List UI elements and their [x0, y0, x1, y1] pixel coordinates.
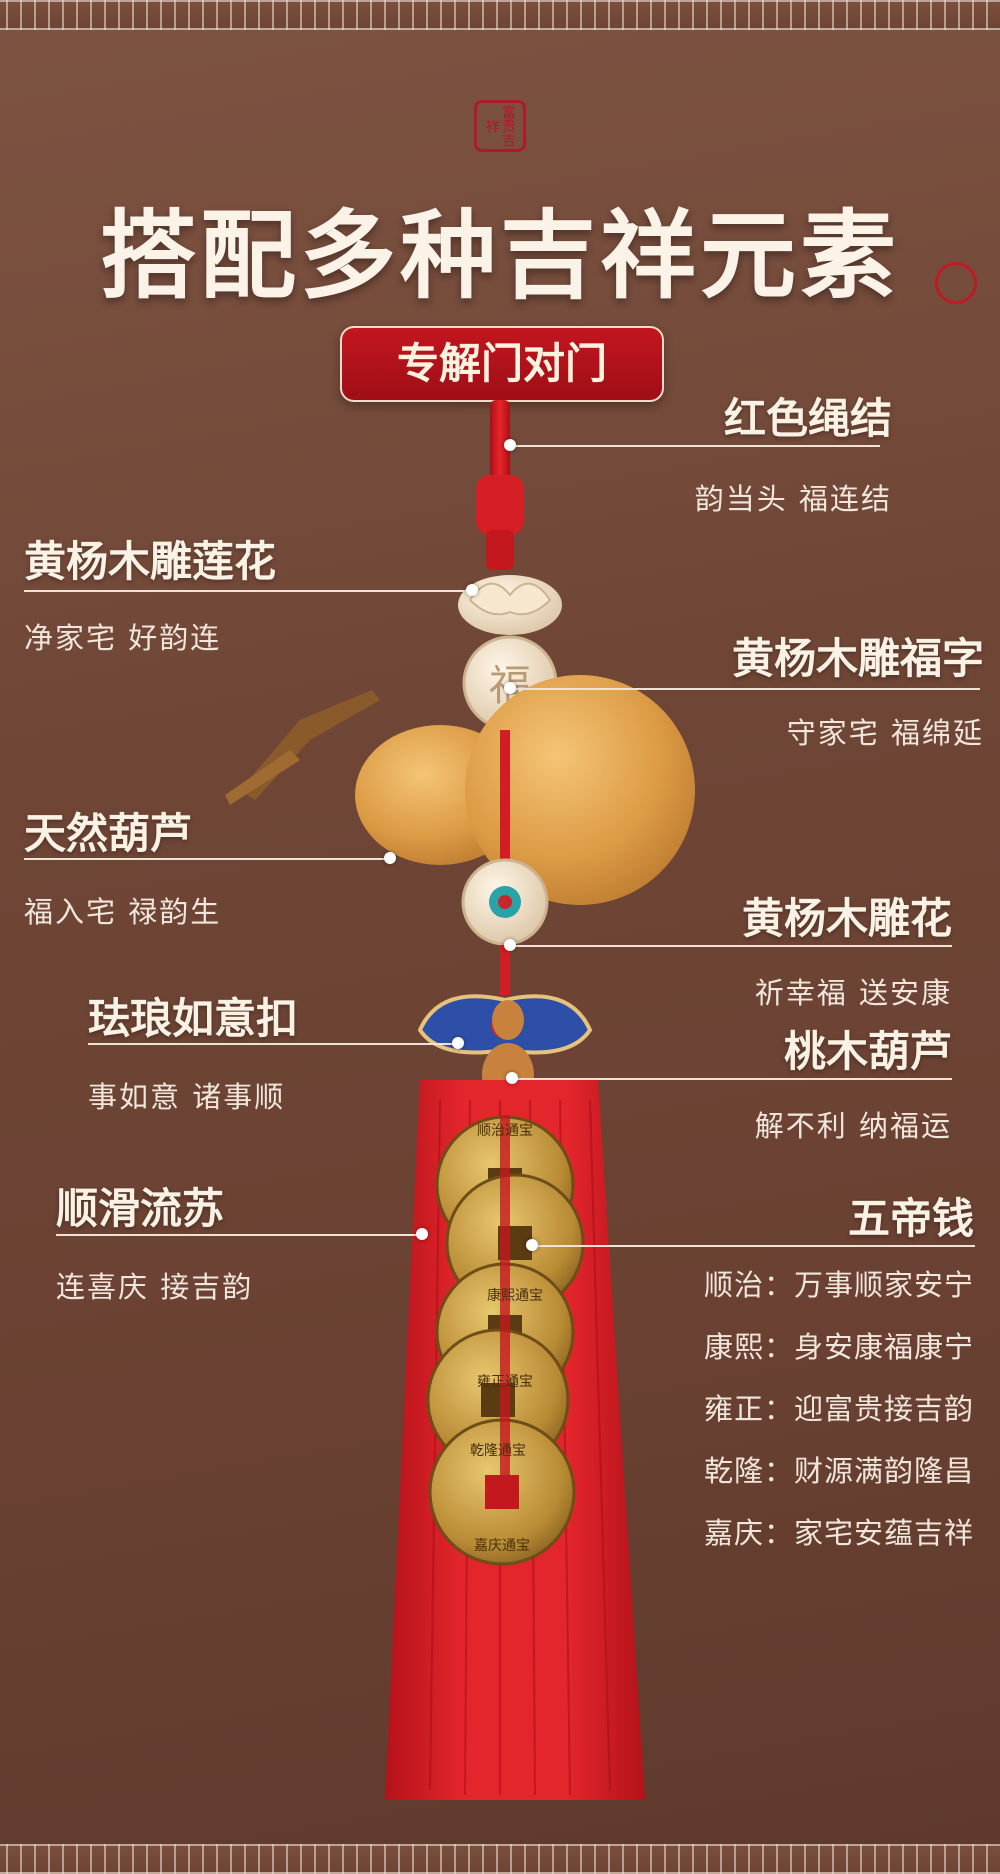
label-red-knot-name: 红色绳结 — [723, 394, 892, 443]
label-lotus: 黄杨木雕莲花 净家宅 好韵连 — [24, 528, 276, 657]
label-gourd-name: 天然葫芦 — [24, 809, 193, 858]
coin-meaning-yongzheng: 雍正：迎富贵接吉韵 — [703, 1392, 974, 1426]
label-tassel-name: 顺滑流苏 — [56, 1184, 225, 1233]
label-gourd: 天然葫芦 福入宅 禄韵生 — [24, 800, 221, 931]
red-cord-top — [476, 400, 524, 570]
coin-meaning-shunzhi: 顺治：万事顺家安宁 — [703, 1268, 974, 1302]
bottom-border — [0, 1844, 1000, 1874]
page-title: 搭配多种吉祥元素 — [100, 199, 900, 312]
seal-stamp-icon: 富贵吉祥 — [474, 100, 526, 152]
seal-text: 富贵吉祥 — [484, 105, 516, 147]
label-peach-gourd: 桃木葫芦 解不利 纳福运 — [755, 1018, 952, 1145]
label-fu-bead: 黄杨木雕福字 守家宅 福绵延 — [732, 625, 984, 752]
label-red-knot: 红色绳结 韵当头 福连结 — [695, 385, 892, 518]
coin-inscription-3: 雍正通宝 — [477, 1374, 533, 1390]
label-gourd-desc: 福入宅 禄韵生 — [24, 895, 222, 929]
coin-meaning-kangxi: 康熙：身安康福康宁 — [703, 1330, 974, 1364]
label-lotus-desc: 净家宅 好韵连 — [24, 621, 222, 655]
label-fu-bead-desc: 守家宅 福绵延 — [786, 716, 984, 750]
coin-inscription-2: 康熙通宝 — [487, 1287, 543, 1304]
coin-meaning-qianlong: 乾隆：财源满韵隆昌 — [703, 1454, 974, 1488]
lotus-carving — [458, 575, 562, 635]
top-border — [0, 0, 1000, 30]
coin-meaning-jiaqing: 嘉庆：家宅安蕴吉祥 — [703, 1516, 974, 1550]
label-peach-gourd-desc: 解不利 纳福运 — [754, 1109, 952, 1143]
label-carved-flower: 黄杨木雕花 祈幸福 送安康 — [742, 885, 952, 1012]
label-lotus-name: 黄杨木雕莲花 — [24, 537, 277, 586]
label-tassel-desc: 连喜庆 接吉韵 — [56, 1270, 254, 1304]
coin-inscription-4: 乾隆通宝 — [470, 1443, 526, 1459]
coin-inscription-1: 顺治通宝 — [477, 1123, 533, 1139]
five-emperor-coins — [426, 1115, 585, 1566]
coin-inscription-5: 嘉庆通宝 — [474, 1538, 530, 1554]
label-tassel: 顺滑流苏 连喜庆 接吉韵 — [56, 1175, 253, 1306]
label-fu-bead-name: 黄杨木雕福字 — [731, 634, 984, 683]
coin-meaning-list: 顺治：万事顺家安宁 康熙：身安康福康宁 雍正：迎富贵接吉韵 乾隆：财源满韵隆昌 … — [704, 1254, 974, 1564]
carved-flower-disc — [461, 858, 549, 946]
label-red-knot-desc: 韵当头 福连结 — [694, 482, 892, 516]
natural-gourd — [225, 675, 695, 905]
label-ruyi-clasp-name: 珐琅如意扣 — [88, 994, 299, 1043]
label-carved-flower-name: 黄杨木雕花 — [741, 894, 952, 943]
label-carved-flower-desc: 祈幸福 送安康 — [754, 976, 952, 1010]
label-coins: 五帝钱 顺治：万事顺家安宁 康熙：身安康福康宁 雍正：迎富贵接吉韵 乾隆：财源满… — [704, 1185, 974, 1564]
label-peach-gourd-name: 桃木葫芦 — [783, 1027, 952, 1076]
label-ruyi-clasp-desc: 事如意 诸事顺 — [88, 1080, 286, 1114]
label-coins-name: 五帝钱 — [847, 1194, 974, 1243]
label-ruyi-clasp: 珐琅如意扣 事如意 诸事顺 — [88, 985, 298, 1116]
title-decor-circle — [935, 262, 977, 304]
